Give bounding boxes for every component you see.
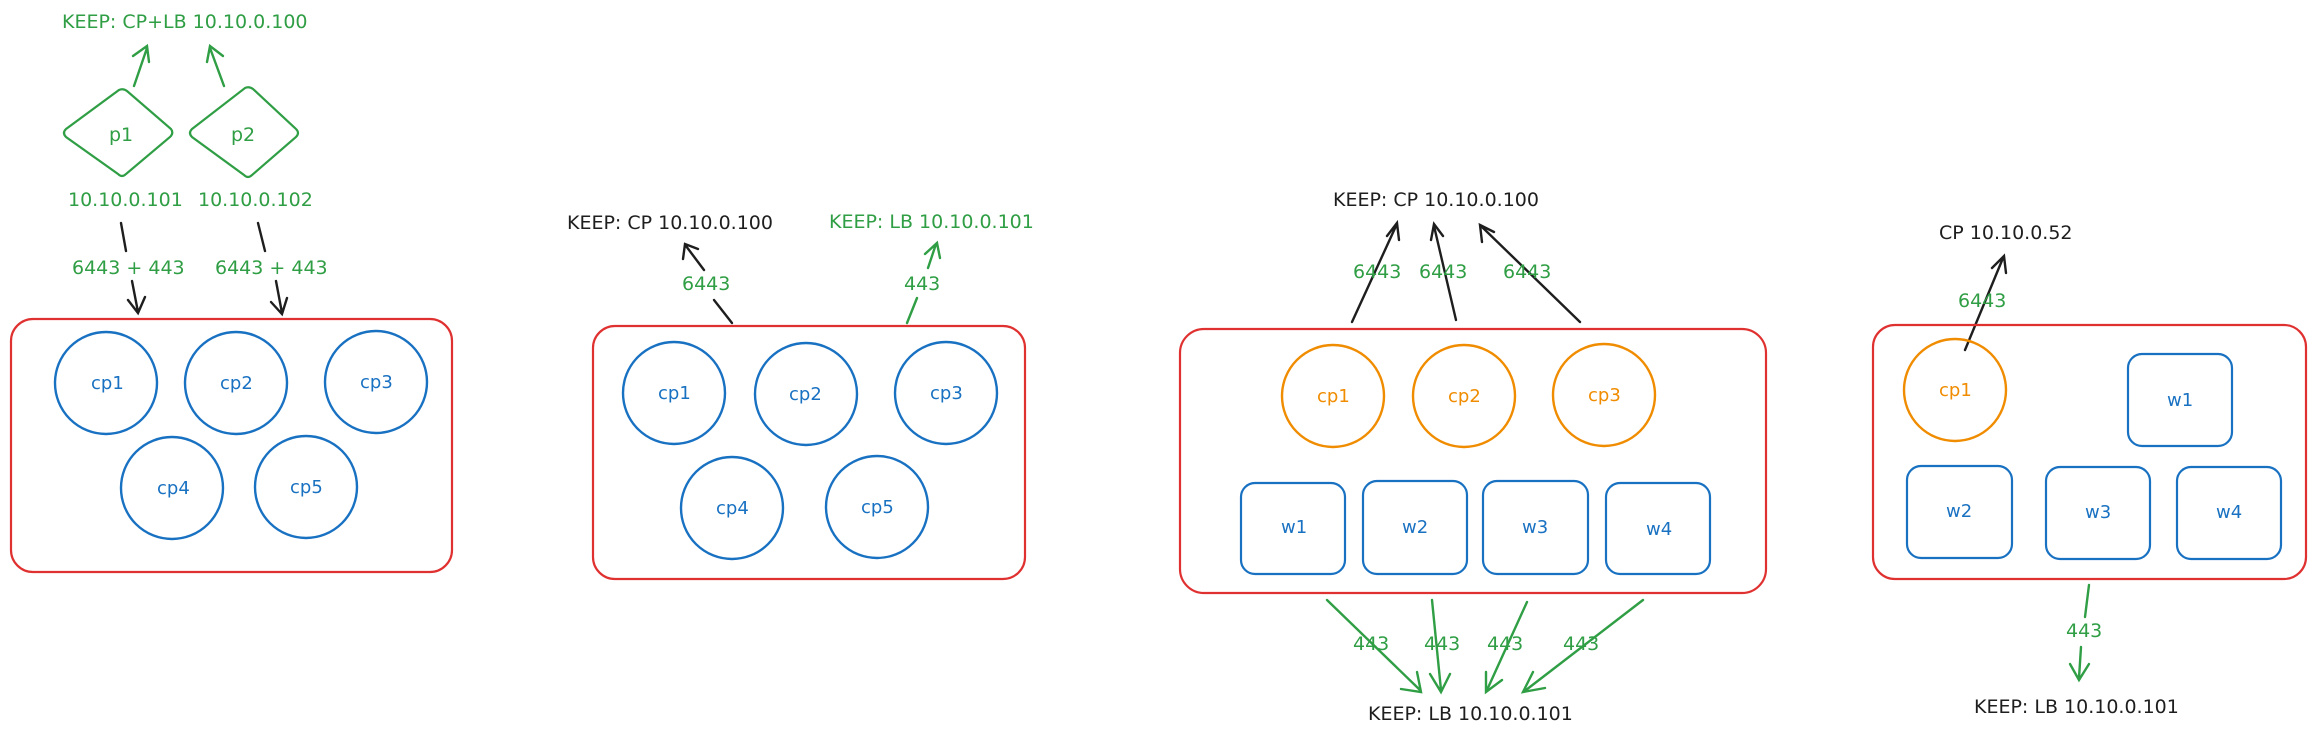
port-6443-3-label: 6443 (1503, 261, 1551, 283)
cp2-node[interactable] (1411, 343, 1517, 449)
w1-node[interactable] (2126, 352, 2234, 448)
keep-lb-label: KEEP: LB 10.10.0.101 (1974, 696, 2179, 718)
keep-lb-label: KEEP: LB 10.10.0.101 (829, 211, 1034, 233)
cp1-node[interactable] (621, 340, 727, 446)
cp2-label: cp2 (789, 384, 822, 405)
p2-diamond[interactable] (188, 86, 300, 179)
port-left-label: 6443 + 443 (72, 257, 185, 279)
port-6443-2-label: 6443 (1419, 261, 1467, 283)
port-443-label: 443 (904, 273, 940, 295)
cp5-node[interactable] (253, 434, 359, 540)
cp3-label: cp3 (930, 383, 963, 404)
w2-node[interactable] (1361, 479, 1469, 576)
cp2-label: cp2 (220, 373, 253, 394)
arrow-w2-lb (1428, 598, 1452, 695)
arrow-cp3-up (1478, 222, 1582, 324)
line-6443-box (712, 298, 734, 325)
port-443-label: 443 (2066, 620, 2102, 642)
cluster-box-2 (591, 324, 1027, 581)
line-p2-top (256, 221, 267, 253)
arrow-p1-up (131, 43, 151, 88)
w2-label: w2 (1402, 517, 1428, 538)
w4-node[interactable] (2175, 465, 2283, 561)
w2-label: w2 (1946, 501, 1972, 522)
w1-label: w1 (2167, 390, 2193, 411)
cp5-label: cp5 (290, 477, 323, 498)
cluster-box-4 (1871, 323, 2308, 581)
cp1-label: cp1 (658, 383, 691, 404)
cp4-label: cp4 (157, 478, 190, 499)
port-443-3-label: 443 (1487, 633, 1523, 655)
cp2-node[interactable] (753, 341, 859, 447)
cp2-label: cp2 (1448, 386, 1481, 407)
arrow-cp1-up (1963, 253, 2008, 352)
p1-diamond[interactable] (62, 88, 174, 178)
cp3-node[interactable] (323, 329, 429, 435)
w2-node[interactable] (1905, 464, 2014, 560)
arrow-port-right (269, 279, 289, 317)
p1-label: p1 (109, 124, 133, 146)
cp1-node[interactable] (1902, 337, 2008, 443)
port-right-label: 6443 + 443 (215, 257, 328, 279)
w1-label: w1 (1281, 517, 1307, 538)
cp2-node[interactable] (183, 330, 289, 436)
line-443-box (905, 296, 919, 325)
cp-label: CP 10.10.0.52 (1939, 222, 2073, 244)
cp3-label: cp3 (360, 372, 393, 393)
cp1-label: cp1 (1939, 380, 1972, 401)
port-6443-1-label: 6443 (1353, 261, 1401, 283)
port-443-1-label: 443 (1353, 633, 1389, 655)
port-6443-label: 6443 (682, 273, 730, 295)
cp3-node[interactable] (1551, 342, 1657, 448)
arrow-6443-up (681, 242, 706, 272)
w1-node[interactable] (1239, 481, 1347, 576)
keep-cp-lb-label: KEEP: CP+LB 10.10.0.100 (62, 11, 308, 33)
arrow-w1-lb (1325, 598, 1423, 694)
cp5-node[interactable] (824, 454, 930, 560)
keep-cp-label: KEEP: CP 10.10.0.100 (1333, 189, 1539, 211)
port-6443-label: 6443 (1958, 290, 2006, 312)
port-443-2-label: 443 (1424, 633, 1460, 655)
keep-lb-label: KEEP: LB 10.10.0.101 (1368, 703, 1573, 725)
cp3-node[interactable] (893, 340, 999, 446)
w3-label: w3 (1522, 517, 1548, 538)
arrow-p2-up (205, 43, 226, 88)
cp4-node[interactable] (119, 435, 225, 541)
port-443-4-label: 443 (1563, 633, 1599, 655)
line-443-up (2083, 583, 2091, 619)
cp1-node[interactable] (1280, 343, 1386, 449)
w4-label: w4 (1646, 519, 1672, 540)
arrow-w4-lb (1520, 598, 1645, 694)
cp5-label: cp5 (861, 497, 894, 518)
arrow-cp1-up (1350, 219, 1401, 324)
cluster-box-3 (1178, 327, 1768, 595)
p2-label: p2 (231, 124, 255, 146)
arrow-443-up (923, 240, 942, 270)
arrow-443-down (2068, 645, 2091, 683)
panel-3: KEEP: CP 10.10.0.100 6443 6443 6443 cp1 … (1178, 189, 1768, 725)
panel-2: KEEP: CP 10.10.0.100 KEEP: LB 10.10.0.10… (567, 211, 1034, 581)
w3-node[interactable] (1481, 479, 1590, 576)
keep-cp-label: KEEP: CP 10.10.0.100 (567, 212, 773, 234)
cluster-box-1 (9, 317, 454, 574)
cp1-label: cp1 (1317, 386, 1350, 407)
w3-label: w3 (2085, 502, 2111, 523)
w4-node[interactable] (1604, 481, 1712, 576)
cp1-node[interactable] (53, 330, 159, 436)
cp1-label: cp1 (91, 373, 124, 394)
arrow-w3-lb (1484, 600, 1529, 695)
line-p1-top (119, 221, 128, 253)
cp4-label: cp4 (716, 498, 749, 519)
panel-1: KEEP: CP+LB 10.10.0.100 p1 p2 10.10.0.10… (9, 11, 454, 574)
panel-4: CP 10.10.0.52 6443 cp1 w1 w2 w3 w4 443 K… (1871, 222, 2308, 718)
w4-label: w4 (2216, 502, 2242, 523)
cp4-node[interactable] (679, 455, 785, 561)
arrow-port-left (126, 279, 147, 316)
arrow-cp2-up (1429, 221, 1458, 322)
p2-ip-label: 10.10.0.102 (198, 189, 313, 211)
cp3-label: cp3 (1588, 385, 1621, 406)
w3-node[interactable] (2044, 465, 2152, 561)
p1-ip-label: 10.10.0.101 (68, 189, 183, 211)
